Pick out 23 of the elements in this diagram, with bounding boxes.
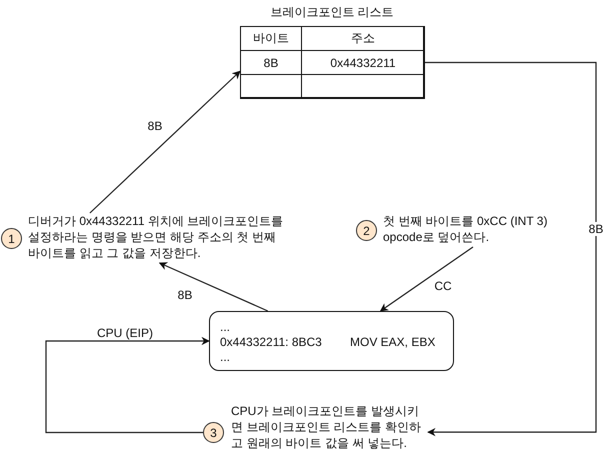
step-description: CPU가 브레이크포인트를 발생시키면 브레이크포인트 리스트를 확인하고 원래의 바이트 값을 써 넣는다. (231, 403, 428, 455)
code-text: ... (220, 350, 230, 365)
step-number: 1 (1, 228, 22, 249)
arrow (158, 262, 268, 312)
step-description: 첫 번째 바이트를 0xCC (INT 3) opcode로 덮어쓴다. (383, 213, 583, 247)
step-description: 디버거가 0x44332211 위치에 브레이크포인트를 설정하라는 명령을 받으면 해당 주소의 첫 번째 바이트를 읽고 그 값을 저장한다. (28, 213, 286, 263)
code-text: MOV EAX, EBX (350, 335, 436, 350)
code-text: ... (220, 320, 230, 335)
step-number: 2 (356, 220, 377, 241)
table-title: 브레이크포인트 리스트 (269, 5, 395, 20)
code-box (209, 311, 454, 371)
step-number: 3 (203, 422, 224, 443)
arrow (90, 70, 241, 214)
arrow (380, 246, 474, 312)
table-cell (301, 74, 425, 99)
edge-label: 8B (146, 119, 164, 133)
edge-label: CC (432, 279, 454, 293)
edge-label: 8B (176, 288, 194, 302)
edge-label: 8B (586, 222, 606, 236)
arrow (425, 62, 597, 436)
arrow (45, 336, 210, 434)
code-text: 0x44332211: 8BC3 (220, 335, 322, 350)
edge-label: CPU (EIP) (94, 326, 155, 340)
